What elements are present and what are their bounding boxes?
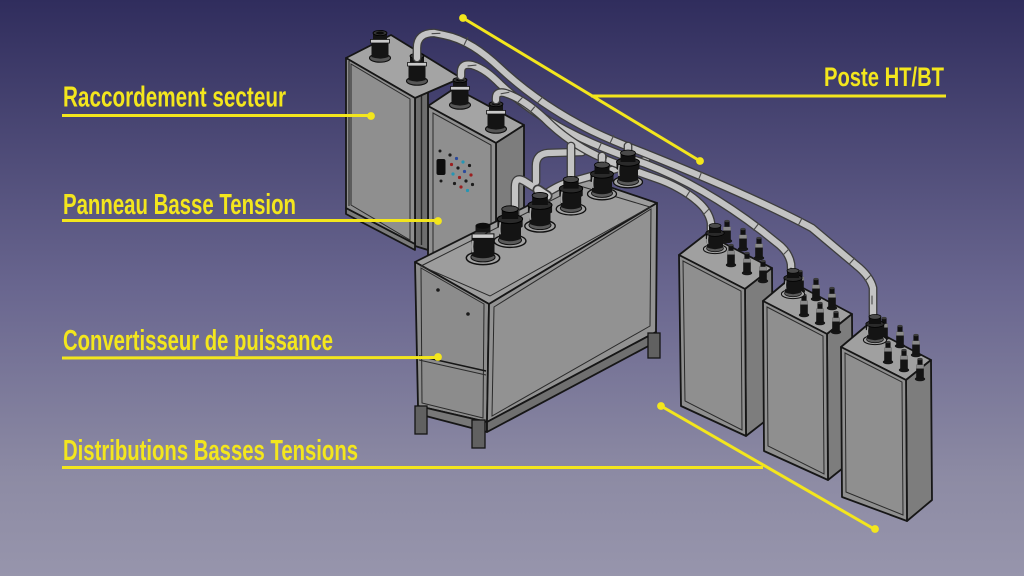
svg-text:Raccordement secteur: Raccordement secteur: [63, 82, 286, 114]
svg-text:Panneau Basse Tension: Panneau Basse Tension: [63, 189, 296, 221]
svg-text:Convertisseur de puissance: Convertisseur de puissance: [63, 325, 333, 357]
svg-text:Poste HT/BT: Poste HT/BT: [824, 62, 944, 92]
svg-text:Distributions Basses Tensions: Distributions Basses Tensions: [63, 435, 358, 467]
